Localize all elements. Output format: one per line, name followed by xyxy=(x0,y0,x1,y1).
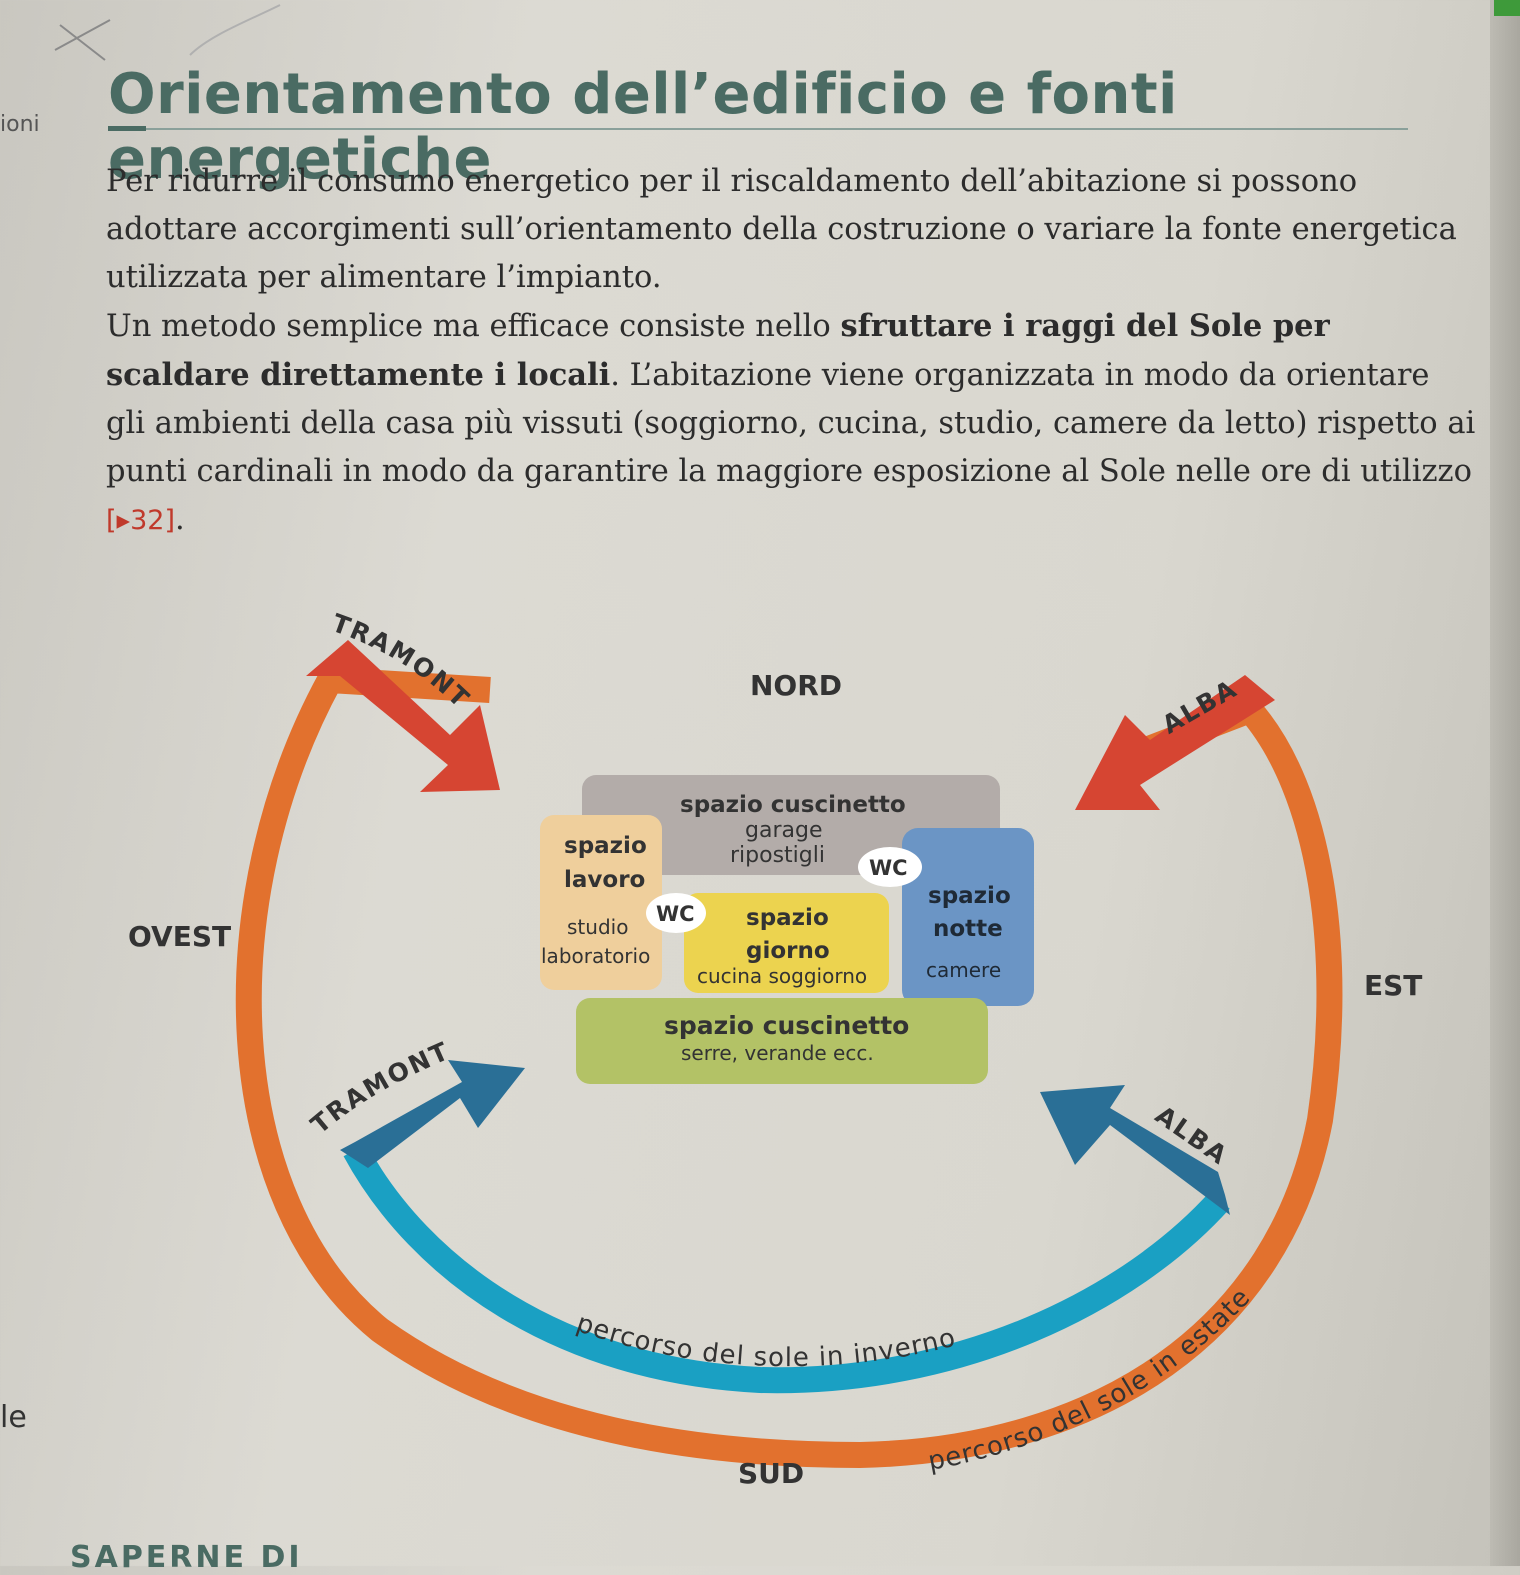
work-line-1: studio xyxy=(567,915,628,939)
summer-sunset-arrow xyxy=(306,640,500,792)
work-title-1: spazio xyxy=(564,833,647,859)
day-title-2: giorno xyxy=(746,938,830,964)
summer-sun-path xyxy=(235,666,1343,1469)
paragraph-2-intro: Un metodo semplice ma efficace consiste … xyxy=(106,309,831,344)
wc-badge-right xyxy=(858,847,922,887)
winter-sunset-label: TRAMONTO xyxy=(0,0,454,1139)
day-space xyxy=(684,893,889,993)
page-reference-link[interactable]: [▸32] xyxy=(106,505,175,536)
paragraph-2-end: . xyxy=(174,502,185,537)
day-title-1: spazio xyxy=(746,905,829,931)
margin-text-top: ioni xyxy=(0,112,40,137)
east-label: EST xyxy=(1364,969,1422,1002)
wc-right-label: WC xyxy=(869,856,908,880)
work-line-2: laboratorio xyxy=(541,944,650,968)
page-title: Orientamento dell’edificio e fonti energ… xyxy=(108,62,1178,192)
night-space xyxy=(902,828,1034,1006)
paragraph-2-emphasis: sfruttare i raggi del Sole per scaldare … xyxy=(106,308,1330,393)
buffer-north-line2: ripostigli xyxy=(730,843,825,868)
winter-sunset-arrow xyxy=(340,1060,525,1168)
work-space xyxy=(540,815,662,990)
margin-text-bottom: le xyxy=(0,1400,27,1435)
footer-section-label: SAPERNE DI xyxy=(70,1540,303,1575)
body-text: Per ridurre il consumo energetico per il… xyxy=(106,158,1476,545)
buffer-south-title: spazio cuscinetto xyxy=(664,1011,909,1040)
title-underline xyxy=(108,128,1408,130)
summer-sunrise-arrow xyxy=(1075,675,1275,810)
wc-badge-left xyxy=(646,893,706,933)
work-title-2: lavoro xyxy=(564,867,645,893)
winter-sun-path xyxy=(343,1143,1230,1394)
south-label: SUD xyxy=(738,1457,804,1490)
page-edge xyxy=(1490,0,1520,1566)
west-label: OVEST xyxy=(128,920,231,953)
wc-left-label: WC xyxy=(656,902,695,926)
night-title-2: notte xyxy=(933,916,1003,942)
paragraph-1: Per ridurre il consumo energetico per il… xyxy=(106,164,1457,295)
day-line: cucina soggiorno xyxy=(697,964,867,988)
winter-sunrise-arrow xyxy=(1040,1085,1230,1215)
pencil-scribble xyxy=(54,4,281,61)
night-title-1: spazio xyxy=(928,883,1011,909)
north-label: NORD xyxy=(750,669,842,702)
buffer-south-line: serre, verande ecc. xyxy=(681,1041,874,1065)
buffer-north-title: spazio cuscinetto xyxy=(680,792,906,818)
section-tab xyxy=(1494,0,1520,16)
paragraph-2-body: . L’abitazione viene organizzata in modo… xyxy=(106,358,1476,489)
night-line: camere xyxy=(926,958,1001,982)
buffer-north-line1: garage xyxy=(745,818,822,843)
title-underline-accent xyxy=(108,126,146,131)
paragraph-2: Un metodo semplice ma efficace consiste … xyxy=(106,302,1476,545)
summer-sunset-label: TRAMONTO xyxy=(0,0,476,714)
buffer-zone-south xyxy=(576,998,988,1084)
